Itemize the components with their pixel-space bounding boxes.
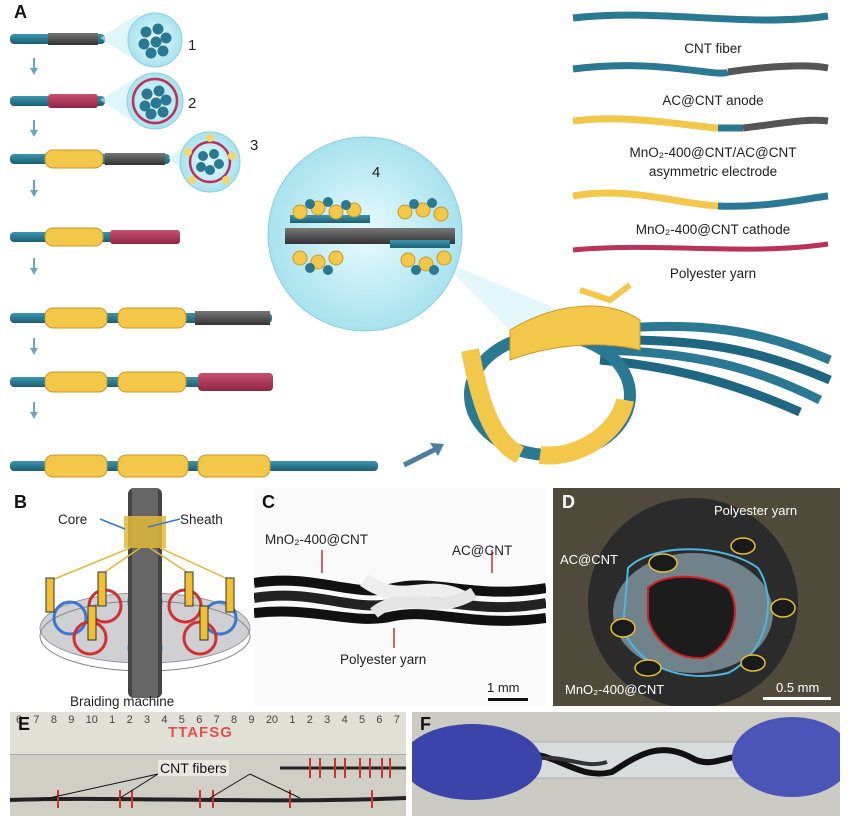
ruler-label: 3 [143, 714, 151, 726]
ruler-label: 5 [358, 714, 366, 726]
panel-c-letter: C [262, 492, 275, 512]
panel-d-ac-label: AC@CNT [560, 552, 618, 567]
panel-c-mno2-label: MnO₂-400@CNT [265, 532, 368, 547]
ruler-label: 2 [126, 714, 133, 726]
braided-loop [461, 282, 832, 465]
panel-e-letter: E [18, 714, 31, 734]
panel-d-scalebar [763, 697, 831, 700]
ruler-label: 20 [265, 714, 279, 726]
core-sheath-pointers [99, 518, 181, 530]
ruler-label: 3 [324, 714, 331, 726]
panel-c-ac-label: AC@CNT [452, 543, 513, 558]
ruler-label: 9 [248, 714, 255, 726]
panel-b-letter: B [14, 492, 27, 512]
step-3c-fiber [10, 307, 272, 329]
step-1-fiber [10, 12, 183, 68]
legend-polyester: Polyester yarn [669, 266, 757, 281]
ruler-label: 8 [50, 714, 57, 726]
ruler-label: 4 [341, 714, 348, 726]
zoom-4-label: 4 [372, 164, 381, 181]
legend-ac-anode: AC@CNT anode [662, 93, 764, 108]
braiding-machine-illustration [39, 488, 251, 698]
ruler-label: 8 [231, 714, 238, 726]
sheath-label: Sheath [180, 512, 223, 527]
panel-f-photo [412, 712, 840, 816]
legend-asym-line1: MnO₂-400@CNT/AC@CNT [629, 145, 797, 160]
ruler-label: 7 [393, 714, 400, 726]
step-3-fiber [10, 131, 241, 193]
panel-c-scalebar [488, 698, 528, 701]
ruler-label: 7 [33, 714, 40, 726]
ruler-mark: TTAFSG [168, 724, 233, 741]
step-3e-fiber [10, 454, 378, 478]
legend-asym-line2: asymmetric electrode [648, 164, 778, 179]
panel-d-mno2-label: MnO₂-400@CNT [565, 682, 665, 697]
zoom-bubble-4 [267, 136, 560, 332]
legend-cathode: MnO₂-400@CNT cathode [635, 222, 791, 237]
ruler-label: 7 [213, 714, 220, 726]
panel-d-letter: D [562, 492, 575, 512]
panel-c-polyester-label: Polyester yarn [340, 652, 427, 667]
braiding-machine-caption: Braiding machine [70, 694, 175, 709]
panel-a-legend-lines [572, 11, 829, 253]
step-2-label: 2 [188, 95, 197, 112]
step-3-label: 3 [250, 137, 259, 154]
ruler-label: 2 [306, 714, 313, 726]
ruler-label: 4 [161, 714, 168, 726]
ruler-label: 1 [109, 714, 116, 726]
panel-d-photo [553, 488, 840, 706]
ruler-label: 1 [289, 714, 296, 726]
step-3b-fiber [10, 227, 180, 247]
panel-a-illustration [10, 12, 832, 478]
ruler-label: 5 [178, 714, 185, 726]
panel-a-letter: A [14, 2, 27, 22]
panel-d-polyester-label: Polyester yarn [714, 503, 798, 518]
ruler-label: 6 [376, 714, 383, 726]
legend-cnt-fiber: CNT fiber [684, 41, 742, 56]
panel-c-scale-label: 1 mm [487, 680, 520, 695]
panel-e-photo: 6 7 8 9 10 1 2 3 4 5 6 7 8 9 20 1 2 3 4 … [10, 712, 406, 816]
panel-f-letter: F [420, 714, 431, 734]
panel-e-fibers [10, 758, 406, 808]
ruler: 6 7 8 9 10 1 2 3 4 5 6 7 8 9 20 1 2 3 4 … [10, 712, 406, 755]
panel-c-photo [254, 488, 546, 706]
ruler-label: 10 [85, 714, 98, 726]
step-1-label: 1 [188, 37, 197, 54]
ruler-label: 9 [68, 714, 75, 726]
panel-d-scale-label: 0.5 mm [776, 680, 820, 695]
core-label: Core [58, 512, 88, 527]
ruler-label: 6 [196, 714, 203, 726]
cnt-fibers-label: CNT fibers [158, 760, 229, 776]
step-2-fiber [10, 72, 184, 130]
step-3d-fiber [10, 371, 273, 393]
ruler-label: 6 [16, 714, 23, 726]
